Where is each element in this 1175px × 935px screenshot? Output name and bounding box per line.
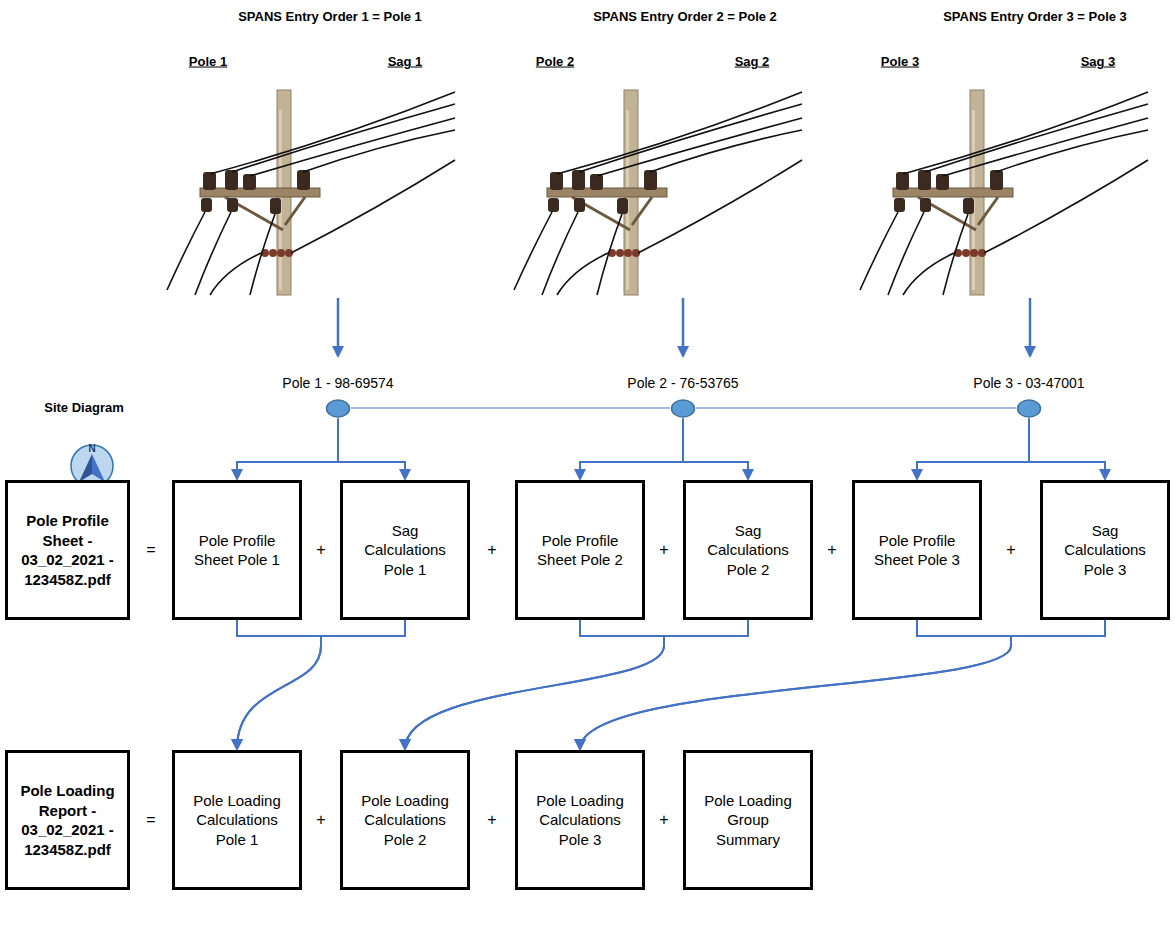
- document-box: Pole Loading Calculations Pole 1: [172, 750, 302, 890]
- document-box: Pole Loading Group Summary: [683, 750, 813, 890]
- box-text: Pole Loading Calculations Pole 2: [343, 791, 467, 850]
- equals-sign: =: [146, 811, 155, 829]
- document-box: Pole Loading Calculations Pole 3: [515, 750, 645, 890]
- column-label: Pole 1: [189, 55, 227, 70]
- plus-sign: +: [659, 811, 668, 829]
- flow-connector: [1029, 419, 1105, 480]
- document-box: Pole Profile Sheet Pole 1: [172, 480, 302, 620]
- box-text: Pole Loading Group Summary: [686, 791, 810, 850]
- pole-dot: [1016, 399, 1042, 418]
- document-box: Sag Calculations Pole 1: [340, 480, 470, 620]
- document-box: Pole Profile Sheet - 03_02_2021 - 123458…: [5, 480, 130, 620]
- document-box: Pole Loading Report - 03_02_2021 - 12345…: [5, 750, 130, 890]
- flow-connector: [405, 620, 664, 749]
- equals-sign: =: [146, 541, 155, 559]
- column-label: Sag 1: [388, 55, 423, 70]
- flow-connector: [338, 419, 405, 480]
- document-box: Sag Calculations Pole 2: [683, 480, 813, 620]
- plus-sign: +: [487, 811, 496, 829]
- box-text: Pole Loading Calculations Pole 3: [518, 791, 642, 850]
- column-label: Pole 3: [881, 55, 919, 70]
- box-text: Pole Loading Report - 03_02_2021 - 12345…: [8, 781, 127, 859]
- column-label: Sag 2: [735, 55, 770, 70]
- flow-connector: [405, 620, 748, 749]
- header-label: SPANS Entry Order 2 = Pole 2: [593, 10, 777, 25]
- column-label: Sag 3: [1081, 55, 1116, 70]
- document-box: Pole Profile Sheet Pole 2: [515, 480, 645, 620]
- pole-id-label: Pole 1 - 98-69574: [282, 375, 393, 391]
- box-text: Sag Calculations Pole 1: [343, 521, 467, 580]
- header-label: SPANS Entry Order 3 = Pole 3: [943, 10, 1127, 25]
- flow-connector: [917, 419, 1029, 480]
- box-text: Sag Calculations Pole 2: [686, 521, 810, 580]
- flow-connector: [237, 620, 405, 749]
- document-box: Sag Calculations Pole 3: [1040, 480, 1170, 620]
- pole-id-label: Pole 2 - 76-53765: [627, 375, 738, 391]
- span-line: [351, 407, 670, 408]
- pole-marker: Pole 3 - 03-47001: [1016, 399, 1042, 418]
- pole-id-label: Pole 3 - 03-47001: [973, 375, 1084, 391]
- box-text: Pole Profile Sheet Pole 3: [855, 531, 979, 570]
- flow-connector: [237, 419, 338, 480]
- flow-connector: [580, 620, 1011, 749]
- document-box: Pole Loading Calculations Pole 2: [340, 750, 470, 890]
- header-label: SPANS Entry Order 1 = Pole 1: [238, 10, 422, 25]
- pole-dot: [670, 399, 696, 418]
- compass-letter: N: [88, 443, 95, 455]
- section-label: Site Diagram: [44, 401, 123, 416]
- pole-marker: Pole 1 - 98-69574: [325, 399, 351, 418]
- box-text: Pole Loading Calculations Pole 1: [175, 791, 299, 850]
- box-text: Sag Calculations Pole 3: [1043, 521, 1167, 580]
- plus-sign: +: [827, 541, 836, 559]
- box-text: Pole Profile Sheet Pole 1: [175, 531, 299, 570]
- column-label: Pole 2: [536, 55, 574, 70]
- pole-marker: Pole 2 - 76-53765: [670, 399, 696, 418]
- plus-sign: +: [316, 541, 325, 559]
- document-box: Pole Profile Sheet Pole 3: [852, 480, 982, 620]
- box-text: Pole Profile Sheet Pole 2: [518, 531, 642, 570]
- box-text: Pole Profile Sheet - 03_02_2021 - 123458…: [8, 511, 127, 589]
- flow-connector: [580, 419, 683, 480]
- plus-sign: +: [487, 541, 496, 559]
- flow-connector: [580, 620, 1105, 749]
- plus-sign: +: [659, 541, 668, 559]
- flow-connector: [237, 620, 321, 749]
- plus-sign: +: [316, 811, 325, 829]
- plus-sign: +: [1006, 541, 1015, 559]
- span-line: [696, 407, 1016, 408]
- flow-connector: [683, 419, 748, 480]
- pole-dot: [325, 399, 351, 418]
